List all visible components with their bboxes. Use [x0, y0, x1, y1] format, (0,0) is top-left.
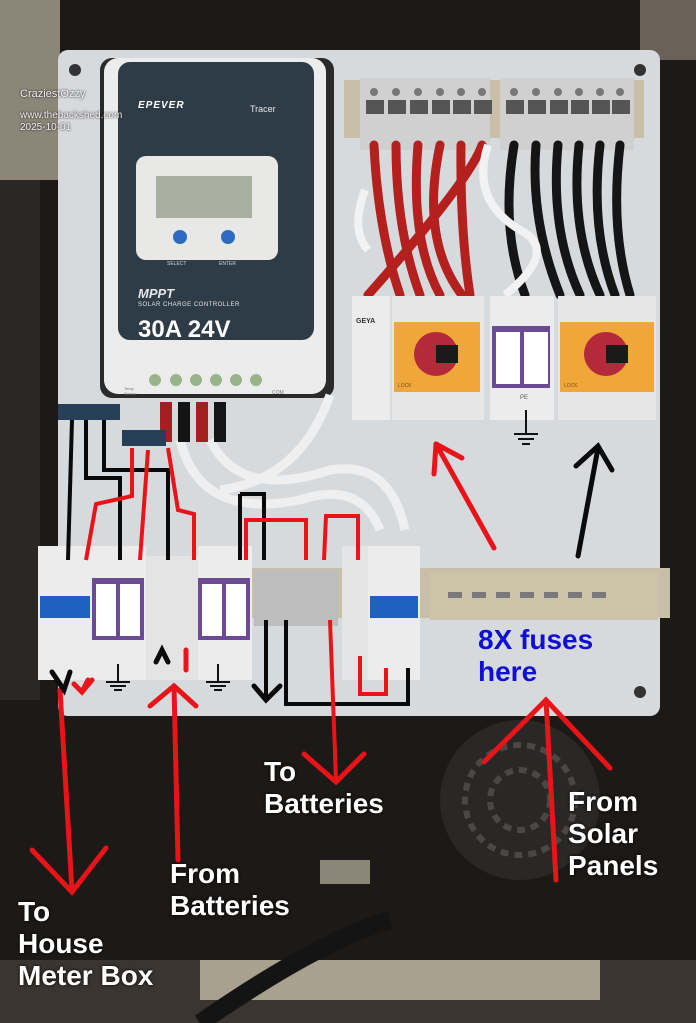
mount-hole — [634, 686, 646, 698]
ac-breaker-toggle[interactable] — [40, 596, 90, 618]
mount-hole — [69, 64, 81, 76]
drawn-negative-wiring — [66, 419, 410, 706]
watermark-date: 2025-10-01 — [20, 122, 72, 133]
small-red-arrow — [71, 677, 95, 696]
battery-cables — [175, 393, 410, 532]
breaker-brand-label: GEYA — [356, 318, 376, 325]
controller-com-label: COM — [272, 390, 284, 396]
conduit — [194, 911, 393, 1023]
equipment-label-plate — [320, 860, 370, 884]
isolator-2-lock-label: LOCK — [564, 383, 578, 389]
select-button[interactable] — [173, 230, 187, 244]
fuses-label-line1: 8X fuses — [478, 624, 594, 655]
ground-symbol — [106, 664, 230, 691]
busbar-positive — [122, 430, 166, 446]
pe-label: PE — [520, 395, 529, 401]
to-batteries-line1: To — [264, 756, 297, 787]
from-batteries-line2: Batteries — [170, 890, 290, 921]
to-house-line1: To — [18, 896, 51, 927]
controller-rating: 30A 24V — [138, 316, 231, 343]
temp-sensor-label: Temp Sensor — [124, 386, 137, 396]
ground-symbol — [514, 410, 538, 445]
controller-brand: EPEVER — [138, 100, 185, 111]
arrow-black-house — [49, 669, 73, 696]
arrow-black-fuse — [153, 644, 171, 665]
from-solar-line3: Panels — [568, 850, 659, 881]
to-batteries-line2: Batteries — [264, 788, 384, 819]
lcd-screen — [156, 176, 252, 218]
fuses-label-line2: here — [478, 656, 538, 687]
isolator-1-lock-label: LOCK — [398, 383, 412, 389]
to-house-line2: House — [18, 928, 104, 959]
solar-negative-wires — [504, 140, 635, 300]
from-solar-line1: From — [568, 786, 638, 817]
arrow-black-batteries — [251, 683, 283, 704]
arrow-fuses-to-isolator — [431, 441, 497, 551]
controller-subtitle: SOLAR CHARGE CONTROLLER — [138, 302, 240, 308]
controller-type: MPPT — [138, 286, 175, 301]
from-solar-line2: Solar — [568, 818, 639, 849]
fuse-terminals — [254, 570, 338, 626]
wall-left — [0, 0, 60, 180]
arrow-to-house — [29, 687, 109, 896]
mount-hole — [634, 64, 646, 76]
dc-breaker-toggle[interactable] — [370, 596, 418, 618]
watermark-author: CraziestOzzy — [20, 88, 86, 100]
arrow-from-solar-panels — [481, 696, 613, 883]
from-batteries-line1: From — [170, 858, 240, 889]
arrow-black-isolator-2 — [573, 442, 615, 559]
select-label: SELECT — [167, 261, 187, 267]
solar-positive-wires — [363, 140, 487, 300]
enter-button[interactable] — [221, 230, 235, 244]
controller-model: Tracer — [250, 104, 276, 114]
to-house-line3: Meter Box — [18, 960, 154, 991]
drawn-positive-wiring — [84, 447, 388, 781]
geya-fuse-holder-4 — [342, 546, 368, 680]
watermark-site: www.thebackshed.com — [20, 110, 123, 121]
arrow-to-batteries — [301, 751, 367, 786]
busbar-negative — [58, 404, 120, 420]
enter-label: ENTER — [219, 261, 236, 267]
geya-fuse-holder — [352, 296, 390, 420]
arrow-from-batteries — [147, 682, 199, 863]
controller-terminals — [149, 374, 262, 386]
